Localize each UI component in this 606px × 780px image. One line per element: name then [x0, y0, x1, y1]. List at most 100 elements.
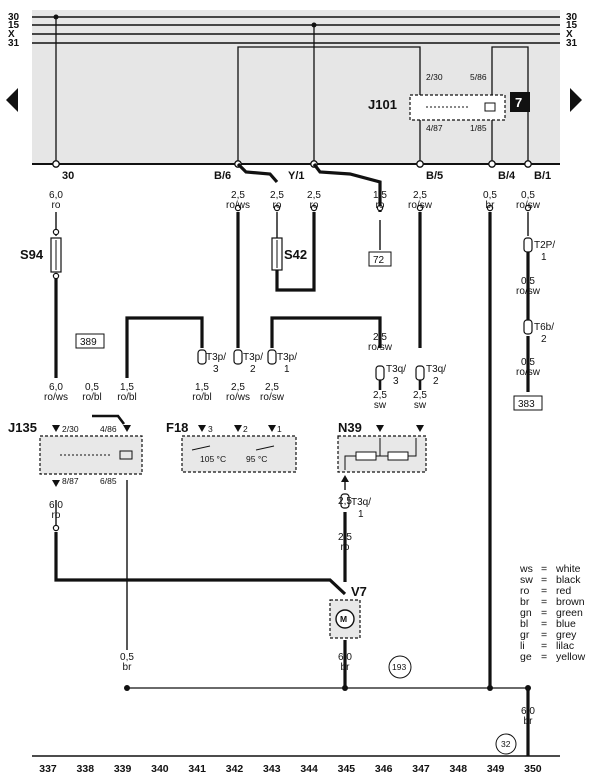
tap-b1: B/1	[534, 170, 551, 182]
svg-text:383: 383	[518, 399, 535, 410]
svg-text:ro/sw: ro/sw	[368, 342, 393, 353]
ref-193[interactable]: 193	[388, 655, 412, 679]
svg-text:ro: ro	[52, 510, 61, 521]
conn-t3p3-a: T3p/	[206, 352, 226, 363]
svg-text:2: 2	[243, 424, 248, 434]
svg-text:6,0: 6,0	[49, 190, 63, 201]
bus-taps: 30 B/6 Y/1 B/5 B/4 B/1	[62, 170, 551, 182]
ref-72[interactable]: 72	[368, 251, 392, 267]
svg-text:ro: ro	[310, 200, 319, 211]
svg-text:2,5: 2,5	[373, 332, 387, 343]
open-terminals	[52, 204, 532, 532]
conn-t6b2-b: 2	[541, 334, 547, 345]
bus-lines	[32, 16, 560, 44]
relay-j135[interactable]: J135 2/30 4/86 8/87 6/85	[8, 420, 143, 486]
resistor-n39[interactable]: N39	[337, 420, 427, 473]
svg-text:1,5: 1,5	[195, 382, 209, 393]
svg-text:ro: ro	[341, 542, 350, 553]
s94-label: S94	[20, 247, 44, 262]
conn-t3q1-a: T3q/	[351, 497, 371, 508]
legend-entry-8-2: yellow	[556, 651, 586, 663]
conn-t3q3-a: T3q/	[386, 364, 406, 375]
ref-389[interactable]: 389	[75, 333, 105, 349]
bus-label-31-left: 31	[8, 38, 20, 49]
svg-text:2,5: 2,5	[307, 190, 321, 201]
axis-label-350: 350	[524, 763, 542, 775]
j101-pin-586: 5/86	[470, 72, 487, 82]
svg-text:1,5: 1,5	[120, 382, 134, 393]
v7-label: V7	[351, 584, 367, 599]
legend-entry-4-0: gn	[520, 607, 532, 619]
ref-32[interactable]: 32	[495, 733, 517, 755]
color-legend: ws=whitesw=blackro=redbr=browngn=greenbl…	[519, 563, 586, 663]
svg-text:6,0: 6,0	[338, 652, 352, 663]
j135-pin-685: 6/85	[100, 476, 117, 486]
bus-labels-left: 30 15 X 31	[8, 12, 20, 49]
bus-label-15-right: 15	[566, 20, 578, 31]
svg-text:389: 389	[80, 337, 97, 348]
svg-text:br: br	[123, 662, 133, 673]
conn-t3p1-a: T3p/	[277, 352, 297, 363]
prev-page-arrow[interactable]	[6, 88, 18, 112]
conn-t3p3-b: 3	[213, 364, 219, 375]
legend-entry-8-0: ge	[520, 651, 532, 663]
svg-text:M: M	[340, 614, 347, 624]
ref-383[interactable]: 383	[513, 395, 543, 411]
tap-30: 30	[62, 170, 74, 182]
legend-entry-2-0: ro	[520, 585, 529, 597]
next-page-arrow[interactable]	[570, 88, 582, 112]
j101-pin-487: 4/87	[426, 123, 443, 133]
svg-text:br: br	[341, 662, 351, 673]
thermo-switch-f18[interactable]: F18 3 2 1 105 °C 95 °C	[166, 420, 297, 473]
j135-pin-486: 4/86	[100, 424, 117, 434]
legend-entry-6-0: gr	[520, 629, 530, 641]
legend-entry-3-1: =	[541, 596, 547, 608]
axis-label-347: 347	[412, 763, 430, 775]
relay-panel-area	[32, 10, 560, 165]
fan-motor-v7[interactable]: M V7	[329, 584, 367, 639]
svg-text:ro/bl: ro/bl	[192, 392, 211, 403]
svg-text:2,5: 2,5	[413, 190, 427, 201]
bus-label-x-left: X	[8, 29, 15, 40]
j101-ref-box	[510, 92, 530, 112]
tap-y1: Y/1	[288, 170, 305, 182]
n39-label: N39	[338, 420, 362, 435]
legend-entry-7-2: lilac	[556, 640, 574, 652]
ground-junctions	[124, 685, 531, 691]
svg-text:2,5: 2,5	[231, 382, 245, 393]
relay-j101[interactable]: J101 7 2/30 5/86 4/87 1/85	[368, 72, 530, 133]
legend-entry-1-2: black	[556, 574, 581, 586]
j101-label: J101	[368, 97, 397, 112]
svg-text:ro: ro	[376, 200, 385, 211]
legend-entry-3-0: br	[520, 596, 530, 608]
conn-t3q2-b: 2	[433, 376, 439, 387]
conn-t3p2-b: 2	[250, 364, 256, 375]
conn-t3q3-b: 3	[393, 376, 399, 387]
bus-label-30-right: 30	[566, 12, 578, 23]
legend-entry-1-1: =	[541, 574, 547, 586]
svg-text:2,5: 2,5	[338, 496, 352, 507]
svg-text:sw: sw	[414, 400, 427, 411]
legend-entry-2-2: red	[556, 585, 571, 597]
fuse-s42[interactable]: S42	[271, 237, 307, 271]
svg-text:2,5: 2,5	[338, 532, 352, 543]
tap-b5: B/5	[426, 170, 443, 182]
svg-text:0,5: 0,5	[521, 190, 535, 201]
conn-t2p1-a: T2P/	[534, 240, 555, 251]
f18-label: F18	[166, 420, 188, 435]
legend-entry-0-1: =	[541, 563, 547, 575]
legend-entry-5-2: blue	[556, 618, 576, 630]
j101-pin-230: 2/30	[426, 72, 443, 82]
bus-label-30-left: 30	[8, 12, 20, 23]
connector-symbols	[197, 237, 533, 509]
axis-label-344: 344	[300, 763, 318, 775]
fuse-s94[interactable]: S94	[20, 237, 62, 273]
svg-text:ro/sw: ro/sw	[516, 200, 541, 211]
svg-text:ro/ws: ro/ws	[226, 200, 250, 211]
svg-text:2,5: 2,5	[231, 190, 245, 201]
legend-entry-7-1: =	[541, 640, 547, 652]
svg-text:0,5: 0,5	[521, 276, 535, 287]
legend-entry-7-0: li	[520, 640, 525, 652]
legend-entry-3-2: brown	[556, 596, 585, 608]
